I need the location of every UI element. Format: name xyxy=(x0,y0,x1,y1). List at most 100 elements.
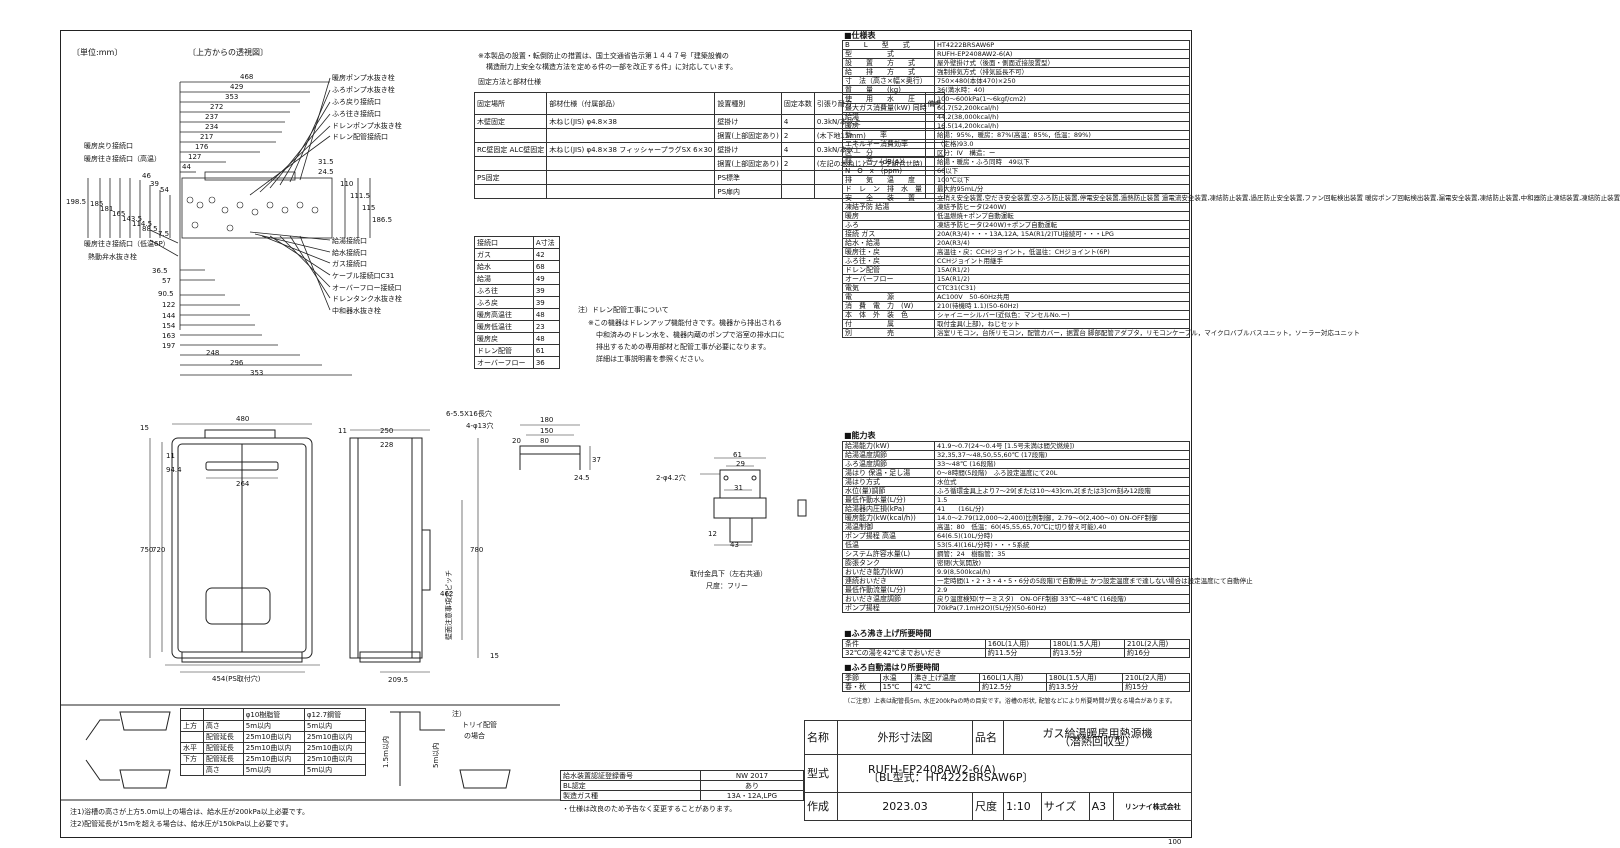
bracket-detail-31: 31 xyxy=(734,484,743,492)
spec-label: ド レ ン 排 水 量 xyxy=(842,184,935,194)
spec-value: 立消え安全装置,空だき安全装置,空ふろ防止装置,停電安全装置,過熱防止装置 過電… xyxy=(934,193,1620,203)
auto-fill-header: 180L(1.5人用) xyxy=(1045,673,1124,683)
front-dim-720: 720 xyxy=(152,546,166,554)
dim-44: 44 xyxy=(182,163,191,171)
spec-value: 凍結予防ヒータ(240W)+ポンプ自動運転 xyxy=(934,220,1190,230)
bracket-dim-slot: 6-5.5X16長穴 xyxy=(446,410,492,418)
side-view xyxy=(349,429,479,673)
spec-label: 質 量 (kg) xyxy=(842,85,935,95)
spec-label: 本 体 外 装 色 xyxy=(842,310,935,320)
pipe-cell: 5m以内 xyxy=(303,764,367,776)
capacity-label: おいだき温度調節 xyxy=(842,594,935,604)
capacity-value: 1.5 xyxy=(934,495,1190,505)
bath-fill-cell: 約11.5分 xyxy=(984,648,1051,658)
dim-468: 468 xyxy=(240,73,254,81)
capacity-value: 水位式 xyxy=(934,477,1190,487)
front-dim-480: 480 xyxy=(236,415,250,423)
label-drain-tank-drain: ドレンタンク水抜き栓 xyxy=(332,295,402,303)
side-dim-228: 228 xyxy=(380,441,394,449)
dim-185: 185 xyxy=(90,200,104,208)
spec-label: 付 属 xyxy=(842,319,935,329)
capacity-label: ポンプ揚程 高温 xyxy=(842,531,935,541)
capacity-label: 水位(量)調節 xyxy=(842,486,935,496)
dim-24-5: 24.5 xyxy=(318,168,334,176)
pipe-cell: 25m10曲以内 xyxy=(242,753,305,765)
capacity-value: 41 (16L/分) xyxy=(934,504,1190,514)
label-bath-supply: ふろ往き接続口 xyxy=(332,110,381,118)
spec-row: 寸 法（高さ×幅×奥行）750×480(本体470)×250 xyxy=(842,76,1190,86)
unit-label: 〔単位:mm〕 xyxy=(72,48,123,57)
label-thermal-valve-drain: 熱動弁水抜き栓 xyxy=(88,253,137,261)
label-bath-return: ふろ戻り接続口 xyxy=(332,98,381,106)
conn-cell: オーバーフロー xyxy=(474,356,534,369)
bath-fill-cell: 約16分 xyxy=(1124,648,1190,658)
view-caption: 〔上方からの透視図〕 xyxy=(188,48,268,57)
spec-label: B L 型 式 xyxy=(842,40,935,50)
spec-value: 凍結予防ヒータ(240W) xyxy=(934,202,1190,212)
fixing-cell: PS扉内 xyxy=(714,184,782,199)
capacity-value: 53(5.4)(16L/分時)・・・5系統 xyxy=(934,540,1190,550)
title-product-value1: ガス給湯暖房用熱源機 xyxy=(1042,726,1153,740)
pipe-illustration xyxy=(60,704,560,801)
side-dim-209-5: 209.5 xyxy=(388,676,409,684)
capacity-value: 一定時間(1・2・3・4・5・6分の5段階)で自動停止 かつ設定温度まで達しない… xyxy=(934,576,1253,586)
dim-248: 248 xyxy=(206,349,220,357)
title-scale-label: 尺度 xyxy=(972,792,1004,821)
title-product-label: 品名 xyxy=(972,720,1004,755)
install-note-line2: 構造耐力上安全な構造方法を定める件の一部を改正する件」に対応しています。 xyxy=(486,63,738,71)
spec-value: 750×480(本体470)×250 xyxy=(934,76,1190,86)
bracket-detail-43: 43 xyxy=(730,541,739,549)
pipe-cell: 配管延長 xyxy=(202,753,244,765)
drain-note-line: 詳細は工事説明書を参照ください。 xyxy=(596,355,708,363)
dim-114-5: 114.5 xyxy=(132,220,153,228)
side-dim-462: 462 xyxy=(440,590,454,598)
capacity-row: 湯はり方式水位式 xyxy=(842,477,1190,487)
fixing-cell xyxy=(780,184,815,199)
bracket-dim-24-5: 24.5 xyxy=(574,474,590,482)
spec-row: 区 分区分：IV 構造：ー xyxy=(842,148,1190,158)
title-block: 名称 外形寸法図 品名 ガス給湯暖房用熱源機 （潜熱回収型） 型式 RUFH-E… xyxy=(804,720,1192,821)
spec-row: 質 量 (kg)36(満水時：40) xyxy=(842,85,1190,95)
spec-row: 効 率給湯：95%，暖房：87%(高温：85%，低温：89%) xyxy=(842,130,1190,140)
side-dim-780: 780 xyxy=(470,546,484,554)
dim-198-5: 198.5 xyxy=(66,198,87,206)
capacity-title: ■能力表 xyxy=(844,431,876,440)
bracket-detail-scale: 尺度：フリー xyxy=(706,582,748,590)
bracket-detail-29: 29 xyxy=(736,460,745,468)
spec-label: エネルギー消費効率 xyxy=(842,139,935,149)
dim-165: 165 xyxy=(112,210,126,218)
title-model-value2: 〔BL型式：HT4222BRSAW6P〕 xyxy=(868,770,1034,784)
spec-label: 接続 ガス xyxy=(842,229,935,239)
pipe-header xyxy=(180,708,204,721)
dim-143-5: 143.5 xyxy=(122,215,143,223)
spec-row: エネルギー消費効率（定格)93.0 xyxy=(842,139,1190,149)
auto-fill-cell: 約13.5分 xyxy=(1045,682,1124,692)
auto-fill-cell: 春・秋 xyxy=(842,682,881,692)
auto-fill-header: 160L(1人用) xyxy=(979,673,1047,683)
capacity-label: 膨張タンク xyxy=(842,558,935,568)
bath-fill-cell: 32℃の湯を42℃までおいだき xyxy=(842,648,986,658)
side-dim-15: 15 xyxy=(490,652,499,660)
spec-label: 別 売 xyxy=(842,328,935,338)
bracket-dim-150: 150 xyxy=(540,427,554,435)
pipe-cell xyxy=(180,764,204,776)
spec-row: 暖房往・戻高温往・戻：CCHジョイント，低温往：CHジョイント(6P) xyxy=(842,247,1190,257)
spec-label: 騒 音 (dB(A)) xyxy=(842,157,935,167)
dim-217: 217 xyxy=(200,133,214,141)
bracket-detail-caption: 取付金具下（左右共通） xyxy=(690,570,767,578)
spec-value: 屋外壁掛け式（後面・側面近接設置型） xyxy=(934,58,1190,68)
dim-197: 197 xyxy=(162,342,176,350)
spec-row: ふろ凍結予防ヒータ(240W)+ポンプ自動運転 xyxy=(842,220,1190,230)
side-dim-250: 250 xyxy=(380,427,394,435)
spec-row: 消 費 電 力 (W)210(待機時 1.1)(50-60Hz) xyxy=(842,301,1190,311)
